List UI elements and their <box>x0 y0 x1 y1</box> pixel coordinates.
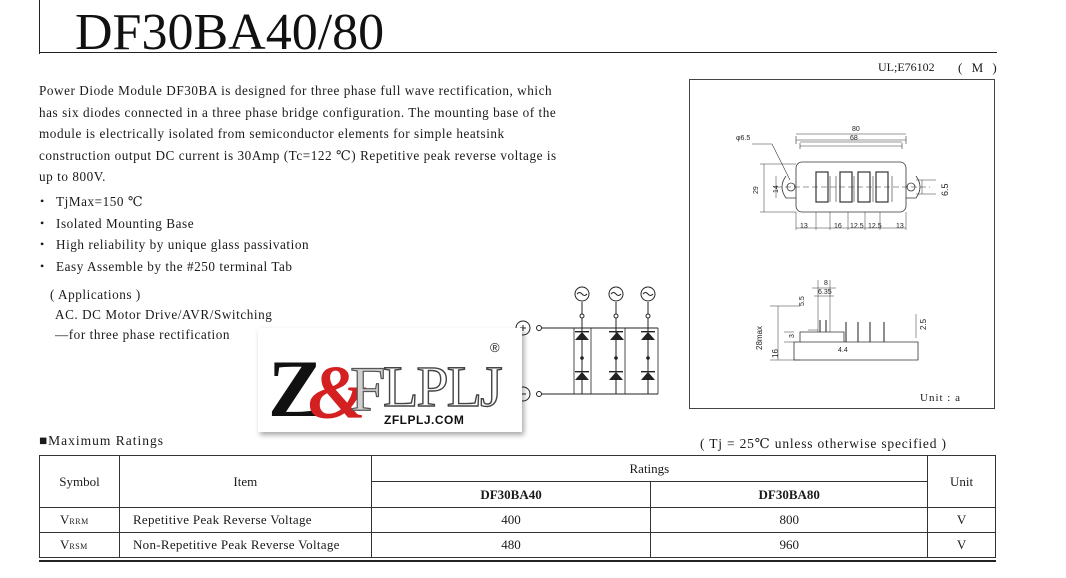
zflplj-logo: Z & F LPLJ ® ZFLPLJ.COM <box>258 328 522 435</box>
feature-item: Isolated Mounting Base <box>39 213 399 235</box>
svg-text:80: 80 <box>852 126 860 133</box>
symbol-cell: VRRM <box>39 507 120 533</box>
outline-drawing: 80 68 φ6.5 29 14 6.5 13 16 12.5 12.5 13 … <box>736 126 950 361</box>
header-model-a: DF30BA40 <box>370 481 652 508</box>
applications-heading: ( Applications ) <box>50 287 141 302</box>
svg-text:14: 14 <box>773 185 780 193</box>
intro-line: Power Diode Module DF30BA is designed fo… <box>39 83 553 98</box>
svg-text:13: 13 <box>800 223 808 230</box>
bridge-circuit-diagram <box>515 286 659 402</box>
title-left-rule <box>39 0 40 54</box>
feature-list: TjMax=150 ℃ Isolated Mounting Base High … <box>39 191 399 277</box>
feature-item: TjMax=150 ℃ <box>39 191 399 213</box>
outline-drawing-frame: 80 68 φ6.5 29 14 6.5 13 16 12.5 12.5 13 … <box>689 79 995 409</box>
header-model-b: DF30BA80 <box>650 481 929 508</box>
svg-text:&: & <box>308 351 367 432</box>
header-ratings: Ratings <box>370 455 929 482</box>
svg-text:28max: 28max <box>755 326 764 350</box>
header-item: Item <box>118 455 372 508</box>
svg-text:3: 3 <box>789 334 796 338</box>
ul-certification: UL;E76102 <box>878 60 935 74</box>
table-row: VRSM Non-Repetitive Peak Reverse Voltage… <box>39 532 996 558</box>
applications-block: ( Applications ) AC. DC Motor Drive/AVR/… <box>50 285 272 345</box>
section-title: ■Maximum Ratings <box>39 433 165 448</box>
svg-text:ZFLPLJ.COM: ZFLPLJ.COM <box>384 413 464 427</box>
page-title: DF30BA40/80 <box>75 4 385 61</box>
value-cell-b: 800 <box>650 507 929 533</box>
svg-text:4.4: 4.4 <box>838 347 848 354</box>
intro-paragraph: Power Diode Module DF30BA is designed fo… <box>39 80 659 188</box>
item-cell: Repetitive Peak Reverse Voltage <box>118 507 372 533</box>
feature-item: Easy Assemble by the #250 terminal Tab <box>39 256 399 278</box>
svg-text:5.5: 5.5 <box>799 296 806 306</box>
svg-text:6.35: 6.35 <box>818 289 832 296</box>
value-cell-b: 960 <box>650 532 929 558</box>
svg-text:13: 13 <box>896 223 904 230</box>
logo-mark: Z & F LPLJ ® ZFLPLJ.COM <box>268 340 505 435</box>
svg-text:16: 16 <box>771 349 780 358</box>
intro-line: construction output DC current is 30Amp … <box>39 147 557 163</box>
svg-text:29: 29 <box>753 186 760 194</box>
table-header-row: Symbol Item Ratings Unit <box>39 455 996 508</box>
symbol-letter: V <box>60 537 70 552</box>
feature-item: High reliability by unique glass passiva… <box>39 234 399 256</box>
intro-line: module is electrically isolated from sem… <box>39 126 505 141</box>
applications-line: —for three phase rectification <box>55 327 231 342</box>
ac-terminal-icon <box>640 286 656 302</box>
svg-text:®: ® <box>490 340 500 355</box>
value-cell-a: 480 <box>370 532 652 558</box>
svg-text:2.5: 2.5 <box>919 318 928 330</box>
intro-line: has six diodes connected in a three phas… <box>39 104 557 120</box>
test-condition: ( Tj = 25℃ unless otherwise specified ) <box>700 436 947 451</box>
header-unit: Unit <box>927 455 996 508</box>
symbol-letter: V <box>60 512 70 527</box>
svg-text:16: 16 <box>834 223 842 230</box>
item-cell: Non-Repetitive Peak Reverse Voltage <box>118 532 372 558</box>
intro-line: up to 800V. <box>39 169 106 184</box>
svg-text:F: F <box>350 353 386 424</box>
unit-cell: V <box>927 507 996 533</box>
ac-terminal-icon <box>608 286 624 302</box>
symbol-subscript: RRM <box>69 517 89 526</box>
title-underline <box>39 52 997 53</box>
maximum-ratings-table: Symbol Item Ratings Unit DF30BA40 DF30BA… <box>39 455 996 558</box>
svg-text:12.5: 12.5 <box>868 223 882 230</box>
svg-text:12.5: 12.5 <box>850 223 864 230</box>
value-cell-a: 400 <box>370 507 652 533</box>
unit-label: Unit : a <box>920 392 961 404</box>
svg-text:8: 8 <box>824 280 828 287</box>
svg-text:Z: Z <box>268 343 319 432</box>
symbol-subscript: RSM <box>69 542 88 551</box>
applications-line: AC. DC Motor Drive/AVR/Switching <box>55 307 273 322</box>
unit-cell: V <box>927 532 996 558</box>
table-row: VRRM Repetitive Peak Reverse Voltage 400… <box>39 507 996 533</box>
symbol-cell: VRSM <box>39 532 120 558</box>
svg-text:φ6.5: φ6.5 <box>736 135 750 142</box>
ac-terminal-icon <box>574 286 590 302</box>
svg-text:6.5: 6.5 <box>940 183 950 196</box>
svg-text:68: 68 <box>850 135 858 142</box>
header-symbol: Symbol <box>39 455 120 508</box>
table-bottom-rule <box>39 560 996 562</box>
package-code: ( M ) <box>958 60 1000 75</box>
svg-text:LPLJ: LPLJ <box>383 354 502 419</box>
